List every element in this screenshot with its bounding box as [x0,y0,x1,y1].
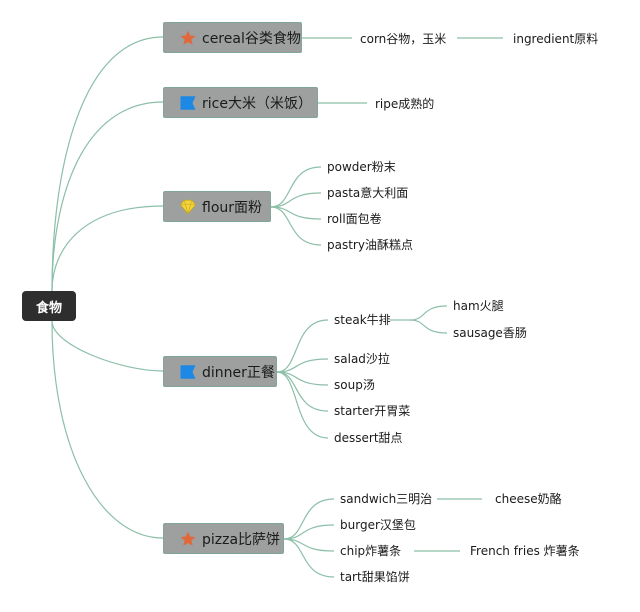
edge-dinner-leaf-0 [276,319,329,373]
edge-steak-leaf-0 [409,305,448,321]
leaf-corn[interactable]: corn谷物，玉米 [360,32,447,46]
leaf-ripe[interactable]: ripe成熟的 [375,97,435,111]
edge-root-dinner [51,320,164,372]
branch-node-pizza[interactable]: pizza比萨饼 [163,523,284,554]
star-icon [179,29,197,47]
branch-node-flour[interactable]: flour面粉 [163,191,271,222]
branch-label: dinner正餐 [202,364,275,381]
branch-node-rice[interactable]: rice大米（米饭） [163,87,318,118]
branch-label: flour面粉 [202,199,263,216]
edge-root-rice [51,101,164,292]
leaf-tart[interactable]: tart甜果馅饼 [340,570,410,584]
edge-flour-leaf-1 [270,192,322,208]
branch-label: cereal谷类食物 [202,30,301,47]
edge-root-pizza [51,320,164,539]
leaf-powder[interactable]: powder粉末 [327,160,396,174]
branch-node-cereal[interactable]: cereal谷类食物 [163,22,302,53]
edge-root-flour [51,205,164,292]
leaf-burger[interactable]: burger汉堡包 [340,518,416,532]
leaf-sausage[interactable]: sausage香肠 [453,326,527,340]
diamond-icon [179,198,197,216]
flag-icon [179,363,197,381]
branch-node-dinner[interactable]: dinner正餐 [163,356,277,387]
leaf-french-fries[interactable]: French fries 炸薯条 [470,544,580,558]
root-node[interactable]: 食物 [22,291,76,321]
leaf-steak[interactable]: steak牛排 [334,313,391,327]
edge-flour-leaf-0 [270,166,322,208]
leaf-ingredient[interactable]: ingredient原料 [513,32,599,46]
edge-steak-leaf-1 [409,319,448,334]
flag-icon [179,94,197,112]
edge-dinner-leaf-1 [276,358,329,373]
edge-pizza-leaf-0 [283,498,335,540]
leaf-dessert[interactable]: dessert甜点 [334,431,403,445]
edge-root-cereal [51,36,164,292]
edge-pizza-leaf-3 [283,538,335,578]
leaf-cheese[interactable]: cheese奶酪 [495,492,562,506]
star-icon [179,530,197,548]
leaf-starter[interactable]: starter开胃菜 [334,404,411,418]
leaf-roll[interactable]: roll面包卷 [327,212,382,226]
leaf-pastry[interactable]: pastry油酥糕点 [327,238,413,252]
edge-dinner-leaf-3 [276,371,329,412]
leaf-salad[interactable]: salad沙拉 [334,352,390,366]
branch-label: rice大米（米饭） [202,95,312,112]
branch-label: pizza比萨饼 [202,531,281,548]
leaf-ham[interactable]: ham火腿 [453,299,504,313]
leaf-chip[interactable]: chip炸薯条 [340,544,402,558]
edge-pizza-leaf-1 [283,524,335,540]
leaf-soup[interactable]: soup汤 [334,378,375,392]
edge-flour-leaf-3 [270,206,322,246]
edge-dinner-leaf-4 [276,371,329,439]
leaf-pasta[interactable]: pasta意大利面 [327,186,409,200]
leaf-sandwich[interactable]: sandwich三明治 [340,492,433,506]
